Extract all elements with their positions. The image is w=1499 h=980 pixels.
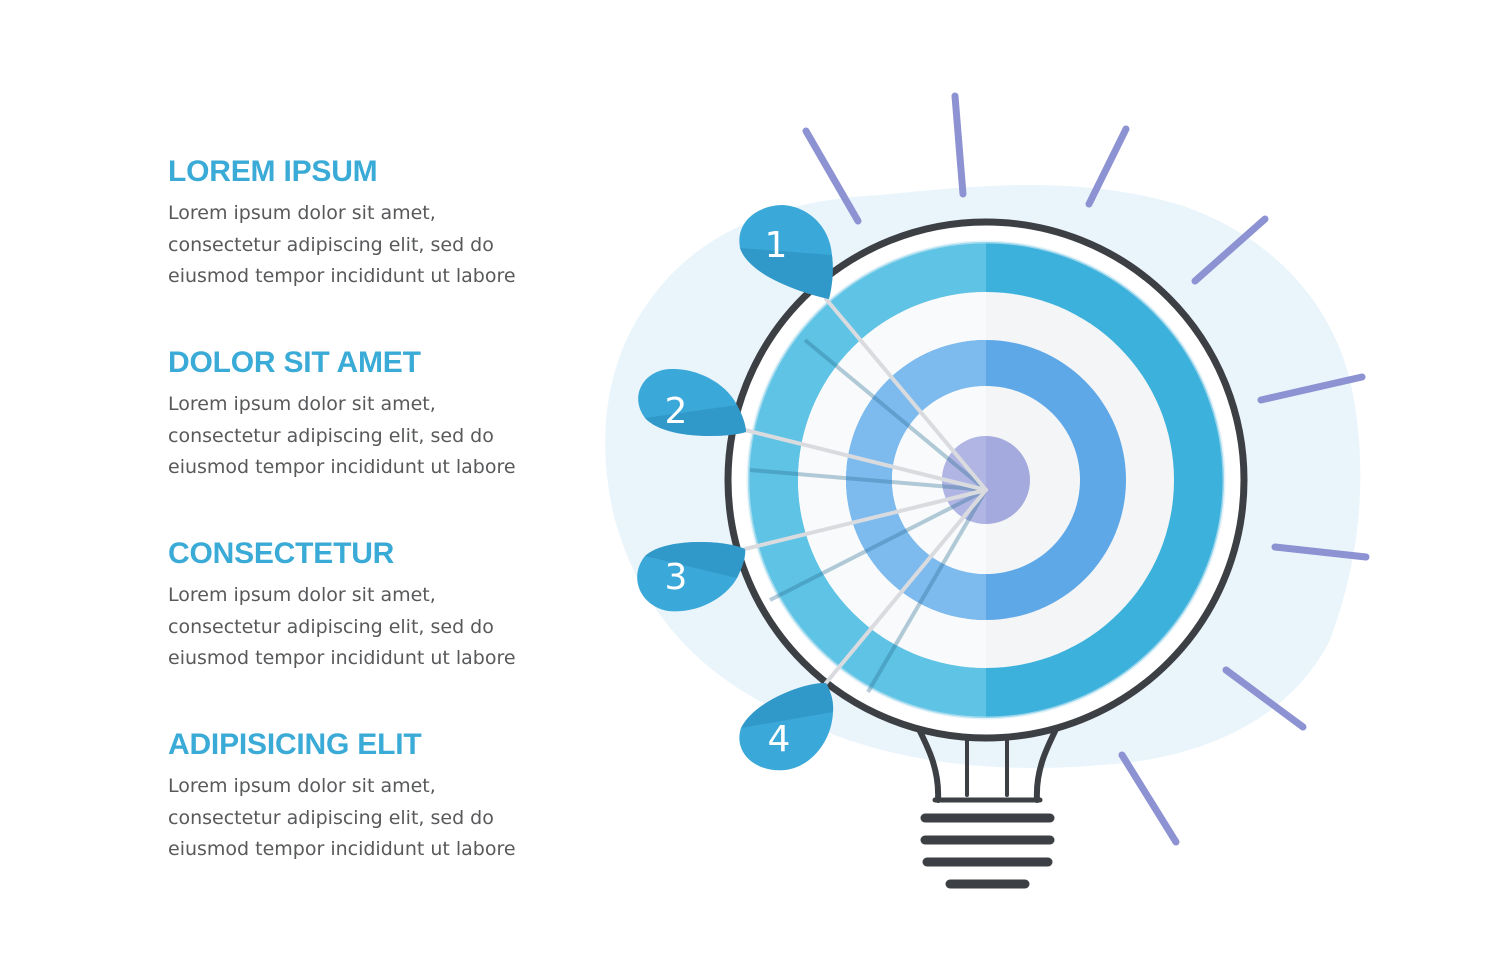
item-description: Lorem ipsum dolor sit amet, consectetur … <box>168 771 588 866</box>
ray <box>802 127 862 225</box>
item-line: Lorem ipsum dolor sit amet, <box>168 202 436 224</box>
item-line: consectetur adipiscing elit, sed do <box>168 615 494 638</box>
ray <box>1085 125 1130 208</box>
target <box>746 240 1226 720</box>
item-line: eiusmod tempor incididunt ut labore <box>168 647 516 669</box>
item-line: Lorem ipsum dolor sit amet, <box>168 393 436 415</box>
item-title: DOLOR SIT AMET <box>168 346 421 379</box>
bulb-base <box>920 813 1055 889</box>
item-4: ADIPISICING ELIT Lorem ipsum dolor sit a… <box>168 727 588 866</box>
item-line: eiusmod tempor incididunt ut labore <box>168 456 516 478</box>
item-3: CONSECTETUR Lorem ipsum dolor sit amet, … <box>168 536 588 675</box>
item-title: LOREM IPSUM <box>168 155 378 188</box>
ray <box>1222 666 1307 731</box>
light-rays <box>802 92 1370 846</box>
ray <box>1257 373 1366 404</box>
item-1: LOREM IPSUM Lorem ipsum dolor sit amet, … <box>168 154 588 293</box>
marker-number: 3 <box>665 557 688 598</box>
marker-number: 4 <box>768 719 791 760</box>
marker-2: 2 <box>638 368 746 437</box>
marker-number: 2 <box>665 391 688 432</box>
ray <box>1191 215 1269 285</box>
item-description: Lorem ipsum dolor sit amet, consectetur … <box>168 580 588 675</box>
marker-number: 1 <box>765 225 788 266</box>
item-description: Lorem ipsum dolor sit amet, consectetur … <box>168 198 588 293</box>
item-line: eiusmod tempor incididunt ut labore <box>168 838 516 860</box>
marker-3: 3 <box>637 541 746 612</box>
connector-lines <box>743 297 988 685</box>
item-description: Lorem ipsum dolor sit amet, consectetur … <box>168 389 588 484</box>
ray <box>1271 543 1370 561</box>
item-title: CONSECTETUR <box>168 537 395 570</box>
item-line: eiusmod tempor incididunt ut labore <box>168 265 516 287</box>
ray <box>951 92 967 198</box>
string-shadows <box>749 338 988 694</box>
item-2: DOLOR SIT AMET Lorem ipsum dolor sit ame… <box>168 345 588 484</box>
item-line: consectetur adipiscing elit, sed do <box>168 806 494 829</box>
item-line: Lorem ipsum dolor sit amet, <box>168 775 436 797</box>
marker-4: 4 <box>739 682 834 771</box>
marker-1: 1 <box>739 205 833 299</box>
ray <box>1118 751 1180 846</box>
item-line: consectetur adipiscing elit, sed do <box>168 424 494 447</box>
item-title: ADIPISICING ELIT <box>168 728 422 761</box>
item-line: Lorem ipsum dolor sit amet, <box>168 584 436 606</box>
item-line: consectetur adipiscing elit, sed do <box>168 233 494 256</box>
